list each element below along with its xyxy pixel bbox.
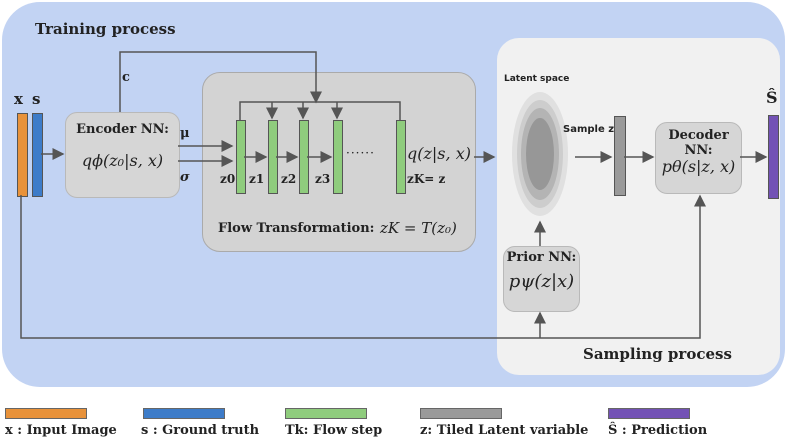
encoder-formula: qϕ(z₀|s, x) (81, 151, 164, 170)
legend-swatch-prediction (608, 408, 690, 419)
c-label: c (122, 70, 130, 85)
legend-label-prediction: Ŝ : Prediction (608, 423, 708, 438)
decoder-formula: pθ(s|z, x) (661, 157, 736, 176)
legend-label-ground-truth: s : Ground truth (141, 423, 260, 438)
legend-swatch-latent (420, 408, 502, 419)
flow-output-formula: q(z|s, x) (407, 144, 471, 163)
tiled-latent-bar (614, 116, 626, 196)
prior-title: Prior NN: (506, 250, 577, 265)
encoder-box: Encoder NN: qϕ(z₀|s, x) (65, 112, 180, 198)
prior-formula: pψ(z|x) (508, 271, 575, 292)
prior-box: Prior NN: pψ(z|x) (503, 246, 580, 312)
z0-label: z0 (220, 172, 236, 186)
input-s-label: s (32, 90, 41, 108)
input-x-label: x (14, 90, 23, 108)
c-arrow (119, 51, 322, 112)
flow-caption-label: Flow Transformation: (218, 221, 375, 236)
sample-z-label: Sample z (563, 124, 615, 135)
decoder-title: Decoder NN: (668, 128, 729, 158)
latent-contour-core (526, 118, 554, 190)
legend-label-input: x : Input Image (5, 423, 117, 438)
legend-swatch-flow-step (285, 408, 367, 419)
legend-label-latent: z: Tiled Latent variable (420, 423, 589, 438)
flow-step-k (396, 120, 406, 194)
z3-label: z3 (315, 172, 331, 186)
flow-ellipsis: ······ (346, 146, 375, 160)
z2-label: z2 (281, 172, 297, 186)
prediction-bar (768, 115, 779, 199)
training-process-title: Training process (35, 20, 176, 38)
encoder-title: Encoder NN: (76, 122, 169, 137)
input-image-bar (17, 113, 28, 197)
flow-caption-formula: zK = T(z₀) (380, 219, 457, 237)
zk-label: zK= z (407, 172, 446, 186)
sampling-process-title: Sampling process (583, 345, 732, 363)
x-to-decoder-arrow (20, 194, 706, 339)
decoder-box: Decoder NN: pθ(s|z, x) (655, 122, 742, 194)
flow-context-bus (239, 101, 401, 120)
prediction-label: Ŝ (766, 88, 778, 107)
ground-truth-bar (32, 113, 43, 197)
mu-label: μ (180, 126, 190, 141)
latent-space-label: Latent space (504, 74, 570, 84)
legend-label-flow-step: Tk: Flow step (285, 423, 383, 438)
flow-step-3 (333, 120, 343, 194)
legend-swatch-ground-truth (143, 408, 225, 419)
legend-swatch-input (5, 408, 87, 419)
z1-label: z1 (249, 172, 265, 186)
sigma-label: σ (180, 170, 190, 185)
